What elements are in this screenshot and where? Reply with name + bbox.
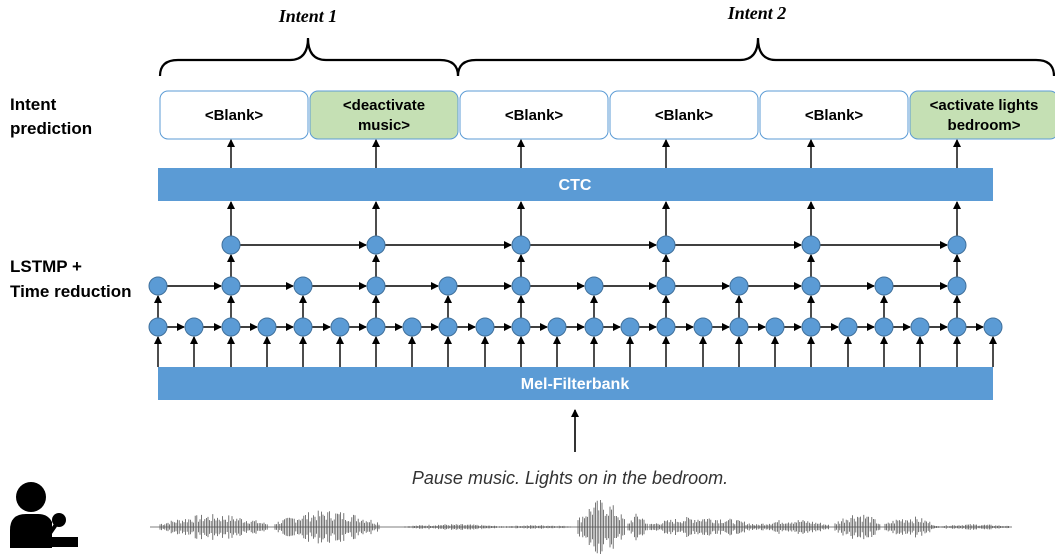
lstm-node-layer1	[620, 317, 640, 337]
lstm-node-layer2	[584, 276, 604, 296]
lstm-node-layer3	[221, 235, 241, 255]
lstm-node-layer1	[693, 317, 713, 337]
prediction-box-4	[609, 90, 759, 140]
lstm-node-layer1	[983, 317, 1003, 337]
lstm-node-layer2	[511, 276, 531, 296]
network-connections	[154, 139, 997, 367]
lstm-node-layer1	[402, 317, 422, 337]
lstm-node-layer1	[438, 317, 458, 337]
lstm-node-layer1	[330, 317, 350, 337]
lstm-node-layer2	[947, 276, 967, 296]
lstm-node-layer1	[874, 317, 894, 337]
lstm-label-line1: LSTMP +	[10, 257, 82, 276]
lstm-node-layer1	[148, 317, 168, 337]
prediction-box-5	[759, 90, 909, 140]
prediction-box-2	[309, 90, 459, 140]
prediction-box-row: <Blank> <deactivate music> <Blank> <Blank> <B…	[159, 90, 1055, 140]
lstm-node-layer3	[656, 235, 676, 255]
lstm-node-layer1	[184, 317, 204, 337]
lstm-node-layer2	[656, 276, 676, 296]
intent-1-label: Intent 1	[278, 6, 338, 26]
intent-prediction-label-line1: Intent	[10, 95, 57, 114]
lstm-node-layer1	[656, 317, 676, 337]
prediction-box-4-text: <Blank>	[655, 107, 714, 124]
person-speaking-icon	[10, 482, 78, 548]
lstm-node-layer1	[511, 317, 531, 337]
lstm-node-layer1	[366, 317, 386, 337]
audio-waveform	[150, 500, 1012, 554]
prediction-box-6-text: <activate lights	[930, 97, 1039, 114]
intent-1-brace	[158, 37, 460, 77]
lstm-node-layer3	[947, 235, 967, 255]
prediction-box-6-text: bedroom>	[948, 117, 1021, 134]
lstm-node-layer1	[257, 317, 277, 337]
ctc-label: CTC	[559, 177, 592, 194]
lstm-node-layer1	[765, 317, 785, 337]
lstm-node-layer1	[947, 317, 967, 337]
intent-prediction-label-line2: prediction	[10, 119, 92, 138]
lstm-node-layer1	[910, 317, 930, 337]
lstm-node-layer3	[511, 235, 531, 255]
lstm-label-line2: Time reduction	[10, 282, 132, 301]
mel-filterbank-bar	[158, 367, 993, 400]
mel-filterbank-label: Mel-Filterbank	[521, 376, 630, 393]
lstm-node-layer1	[221, 317, 241, 337]
lstm-node-layer1	[729, 317, 749, 337]
prediction-box-1-text: <Blank>	[205, 107, 264, 124]
prediction-box-3	[459, 90, 609, 140]
lstm-node-layer2	[801, 276, 821, 296]
lstmp-network	[148, 139, 1003, 367]
lstm-node-layer1	[293, 317, 313, 337]
waveform-path	[150, 500, 1012, 554]
lstm-node-layer2	[148, 276, 168, 296]
prediction-box-5-text: <Blank>	[805, 107, 864, 124]
utterance-caption: Pause music. Lights on in the bedroom.	[412, 468, 728, 488]
intent-2-brace	[456, 37, 1055, 77]
lstm-node-layer2	[221, 276, 241, 296]
lstm-node-layer1	[547, 317, 567, 337]
lstm-node-layer2	[729, 276, 749, 296]
intent-2-label: Intent 2	[727, 3, 787, 23]
lstm-node-layer3	[366, 235, 386, 255]
lstm-node-layer1	[475, 317, 495, 337]
lstm-node-layer1	[801, 317, 821, 337]
lstm-node-layer1	[838, 317, 858, 337]
prediction-box-3-text: <Blank>	[505, 107, 564, 124]
lstm-node-layer2	[366, 276, 386, 296]
lstm-node-layer2	[293, 276, 313, 296]
lstm-node-layer2	[438, 276, 458, 296]
prediction-box-6	[909, 90, 1055, 140]
prediction-box-2-text: <deactivate	[343, 97, 425, 114]
lstm-node-layer1	[584, 317, 604, 337]
network-nodes	[148, 235, 1003, 337]
lstm-node-layer2	[874, 276, 894, 296]
ctc-bar	[158, 168, 993, 201]
lstm-node-layer3	[801, 235, 821, 255]
prediction-box-2-text: music>	[358, 117, 410, 134]
